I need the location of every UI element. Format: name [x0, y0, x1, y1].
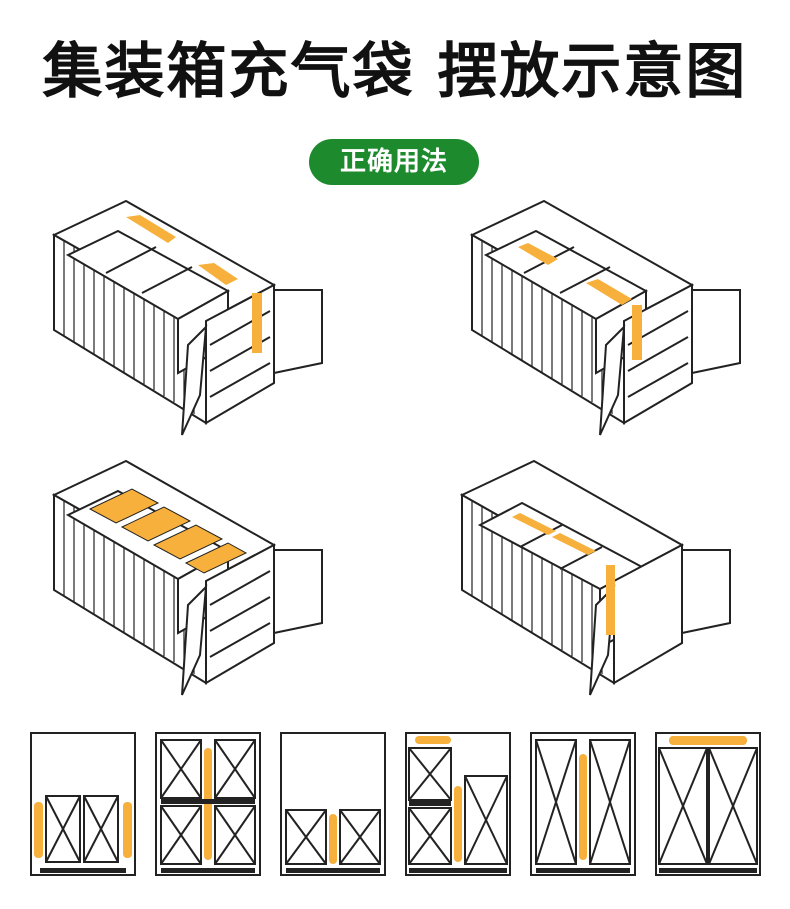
- correct-usage-badge: 正确用法: [309, 139, 479, 185]
- stack-bag-between-low-pallets: [280, 732, 386, 876]
- stack-bag-between-tall-pallets: [530, 732, 636, 876]
- stack-bag-between-pallets: [155, 732, 261, 876]
- page-title: 集装箱充气袋 摆放示意图: [42, 37, 748, 107]
- container-bags-between-stacks: [469, 199, 741, 436]
- stack-bag-on-top: [655, 732, 761, 876]
- stack-bags-at-sides: [30, 732, 136, 876]
- container-bags-on-side-walls: [51, 199, 323, 436]
- stack-bag-on-top-and-between: [405, 732, 511, 876]
- container-bags-on-top: [51, 459, 323, 696]
- container-bags-between-rows: [459, 459, 731, 696]
